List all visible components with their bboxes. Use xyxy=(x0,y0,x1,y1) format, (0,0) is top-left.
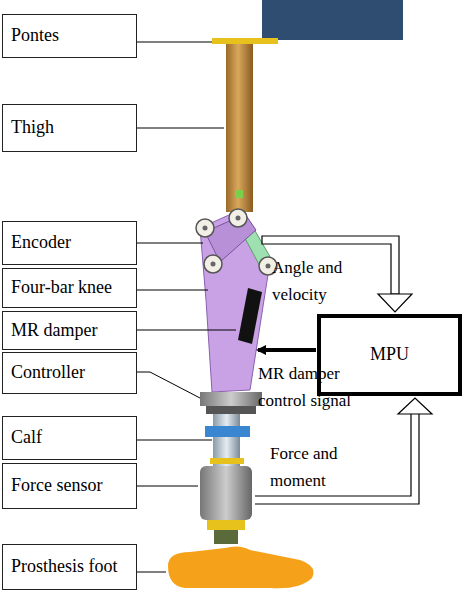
part-name: Controller xyxy=(11,363,85,383)
pyramid-adapter xyxy=(214,530,238,544)
part-label-box: Encoder xyxy=(2,221,137,265)
control-signal-arrow xyxy=(258,348,316,352)
force-signal-arrow xyxy=(255,414,419,504)
part-label-box: Prosthesis foot xyxy=(2,544,137,590)
part-label-box: Four-bar knee xyxy=(2,268,137,308)
force-sensor-body xyxy=(200,466,252,520)
part-name: Four-bar knee xyxy=(11,278,112,298)
part-name: Prosthesis foot xyxy=(11,557,118,577)
bolt-ring xyxy=(210,458,244,464)
signal-label: Angle and velocity xyxy=(272,254,380,308)
joint-centers xyxy=(203,216,271,269)
socket xyxy=(262,0,403,40)
marker xyxy=(235,190,243,198)
part-label-box: Calf xyxy=(2,416,137,460)
controller-plate xyxy=(200,392,262,406)
part-label-box: Force sensor xyxy=(2,463,137,509)
part-name: Force sensor xyxy=(11,476,102,496)
hollow-arrowhead xyxy=(378,294,412,312)
part-name: MR damper xyxy=(11,321,97,341)
part-name: Thigh xyxy=(11,118,54,138)
signal-label: MR damper control signal xyxy=(258,360,390,414)
bolt-ring xyxy=(207,520,245,530)
part-name: Calf xyxy=(11,428,42,448)
processor-box: MPU xyxy=(317,314,462,396)
adapter xyxy=(206,406,256,414)
part-label-box: Controller xyxy=(2,352,137,394)
part-name: Encoder xyxy=(11,233,71,253)
part-name: MPU xyxy=(370,345,409,365)
part-label-box: Pontes xyxy=(2,14,137,58)
thigh-tube xyxy=(226,44,253,212)
mr-damper xyxy=(238,288,262,344)
part-name: Pontes xyxy=(11,26,59,46)
bolt-ring xyxy=(212,38,278,44)
part-label-box: Thigh xyxy=(2,104,137,152)
signal-label: Force and moment xyxy=(270,440,390,494)
leader-lines xyxy=(137,42,236,572)
part-label-box: MR damper xyxy=(2,311,137,350)
prosthesis-foot xyxy=(168,546,314,588)
clamp-band xyxy=(205,426,250,437)
hollow-arrowhead xyxy=(398,398,432,414)
